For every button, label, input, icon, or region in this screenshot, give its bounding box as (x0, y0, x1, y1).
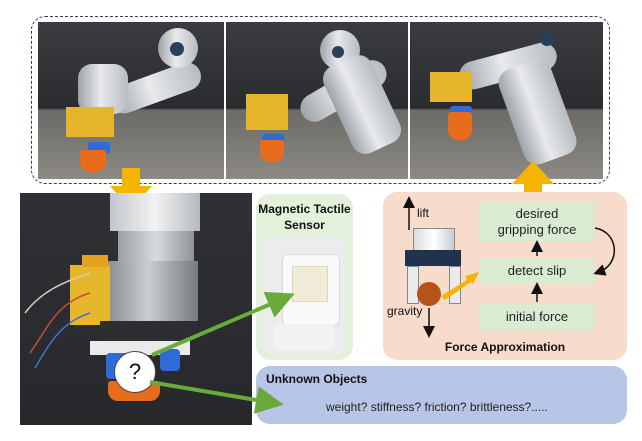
photo-step-2 (226, 22, 408, 179)
unknown-object-marker: ? (114, 351, 156, 393)
unknown-objects-properties: weight? stiffness? friction? brittleness… (326, 400, 548, 414)
gravity-label: gravity (387, 304, 423, 318)
force-approximation-title: Force Approximation (444, 340, 566, 354)
desired-line1: desired (515, 206, 559, 221)
gripper-closeup-photo (20, 193, 252, 425)
node-desired-gripping-force: desired gripping force (479, 202, 595, 242)
force-approximation-panel: lift gravity desired gripping force dete… (383, 192, 627, 360)
orange-up-arrow-icon (512, 161, 554, 202)
desired-line2: gripping force (497, 222, 577, 237)
sensor-title-line2: Sensor (284, 218, 325, 232)
top-sequence-frame (31, 16, 610, 184)
node-initial-force: initial force (479, 304, 595, 330)
node-detect-slip: detect slip (479, 258, 595, 284)
object-ball (417, 282, 441, 306)
detect-slip-label: detect slip (507, 263, 567, 278)
gripper-illustration (403, 218, 463, 314)
initial-force-label: initial force (505, 309, 569, 324)
unknown-objects-title: Unknown Objects (266, 372, 368, 386)
sensor-title-line1: Magnetic Tactile (258, 202, 351, 216)
orange-down-arrow-icon (110, 168, 152, 209)
lift-label: lift (417, 206, 429, 220)
photo-step-3 (410, 22, 603, 179)
force-flow-arrows (403, 196, 616, 338)
question-mark-text: ? (128, 359, 142, 384)
unknown-objects-panel: Unknown Objects weight? stiffness? frict… (256, 366, 627, 424)
photo-step-1 (38, 22, 224, 179)
